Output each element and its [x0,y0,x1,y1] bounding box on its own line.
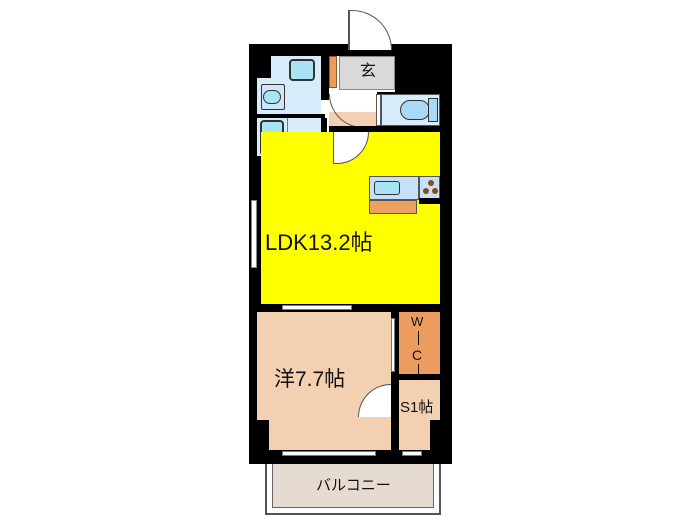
bedroom-pillar-left [257,420,269,450]
wic-divider-line [418,331,419,345]
walk-in-closet [399,312,440,374]
wall-top-right-block [395,56,440,92]
entrance-door-leaf [348,10,350,50]
burner-icon-2 [423,188,429,194]
balcony-label: バルコニー [316,477,391,494]
toilet-tank-icon [428,98,438,122]
sink-icon [374,181,400,195]
entrance-door[interactable] [348,10,392,50]
ldk-upper-left-fill [261,132,333,162]
storage-pillar [430,420,440,450]
toilet-door[interactable] [376,94,381,126]
outer-wall-top [249,44,452,56]
wic-divider-line-2 [418,364,419,374]
entrance [339,56,395,90]
wall-toilet-top [377,92,440,94]
wall-wic-storage [399,374,440,380]
ldk-window [251,200,257,268]
storage-window [402,451,422,456]
western-room [257,312,391,450]
balcony [272,464,434,508]
wall-toilet-bottom [329,126,440,132]
entrance-label: 玄 [360,63,377,80]
burner-icon-1 [428,180,434,186]
wic-label-w: W [411,314,424,329]
toilet-bowl-icon [400,100,430,120]
wall-wet-area-right [321,56,329,100]
burner-icon-3 [432,188,438,194]
bedroom-sliding-door[interactable] [282,305,352,310]
wall-wash-bath [257,114,325,118]
wic-door[interactable] [391,318,395,372]
kitchen-counter [369,200,417,214]
basin-bowl-icon [263,90,281,104]
stove-wall [419,198,440,204]
washing-machine-icon [289,59,315,81]
balcony-sliding-window[interactable] [282,451,376,456]
western-room-label: 洋7.7帖 [274,368,346,391]
storage-label: S1帖 [400,399,434,416]
wall-bedroom-right [391,312,399,450]
washroom-corner-wall [257,56,271,78]
shoe-box [329,56,337,88]
outer-wall-right [440,44,452,464]
wic-label-c: C [412,347,423,363]
ldk-label: LDK13.2帖 [265,230,373,255]
